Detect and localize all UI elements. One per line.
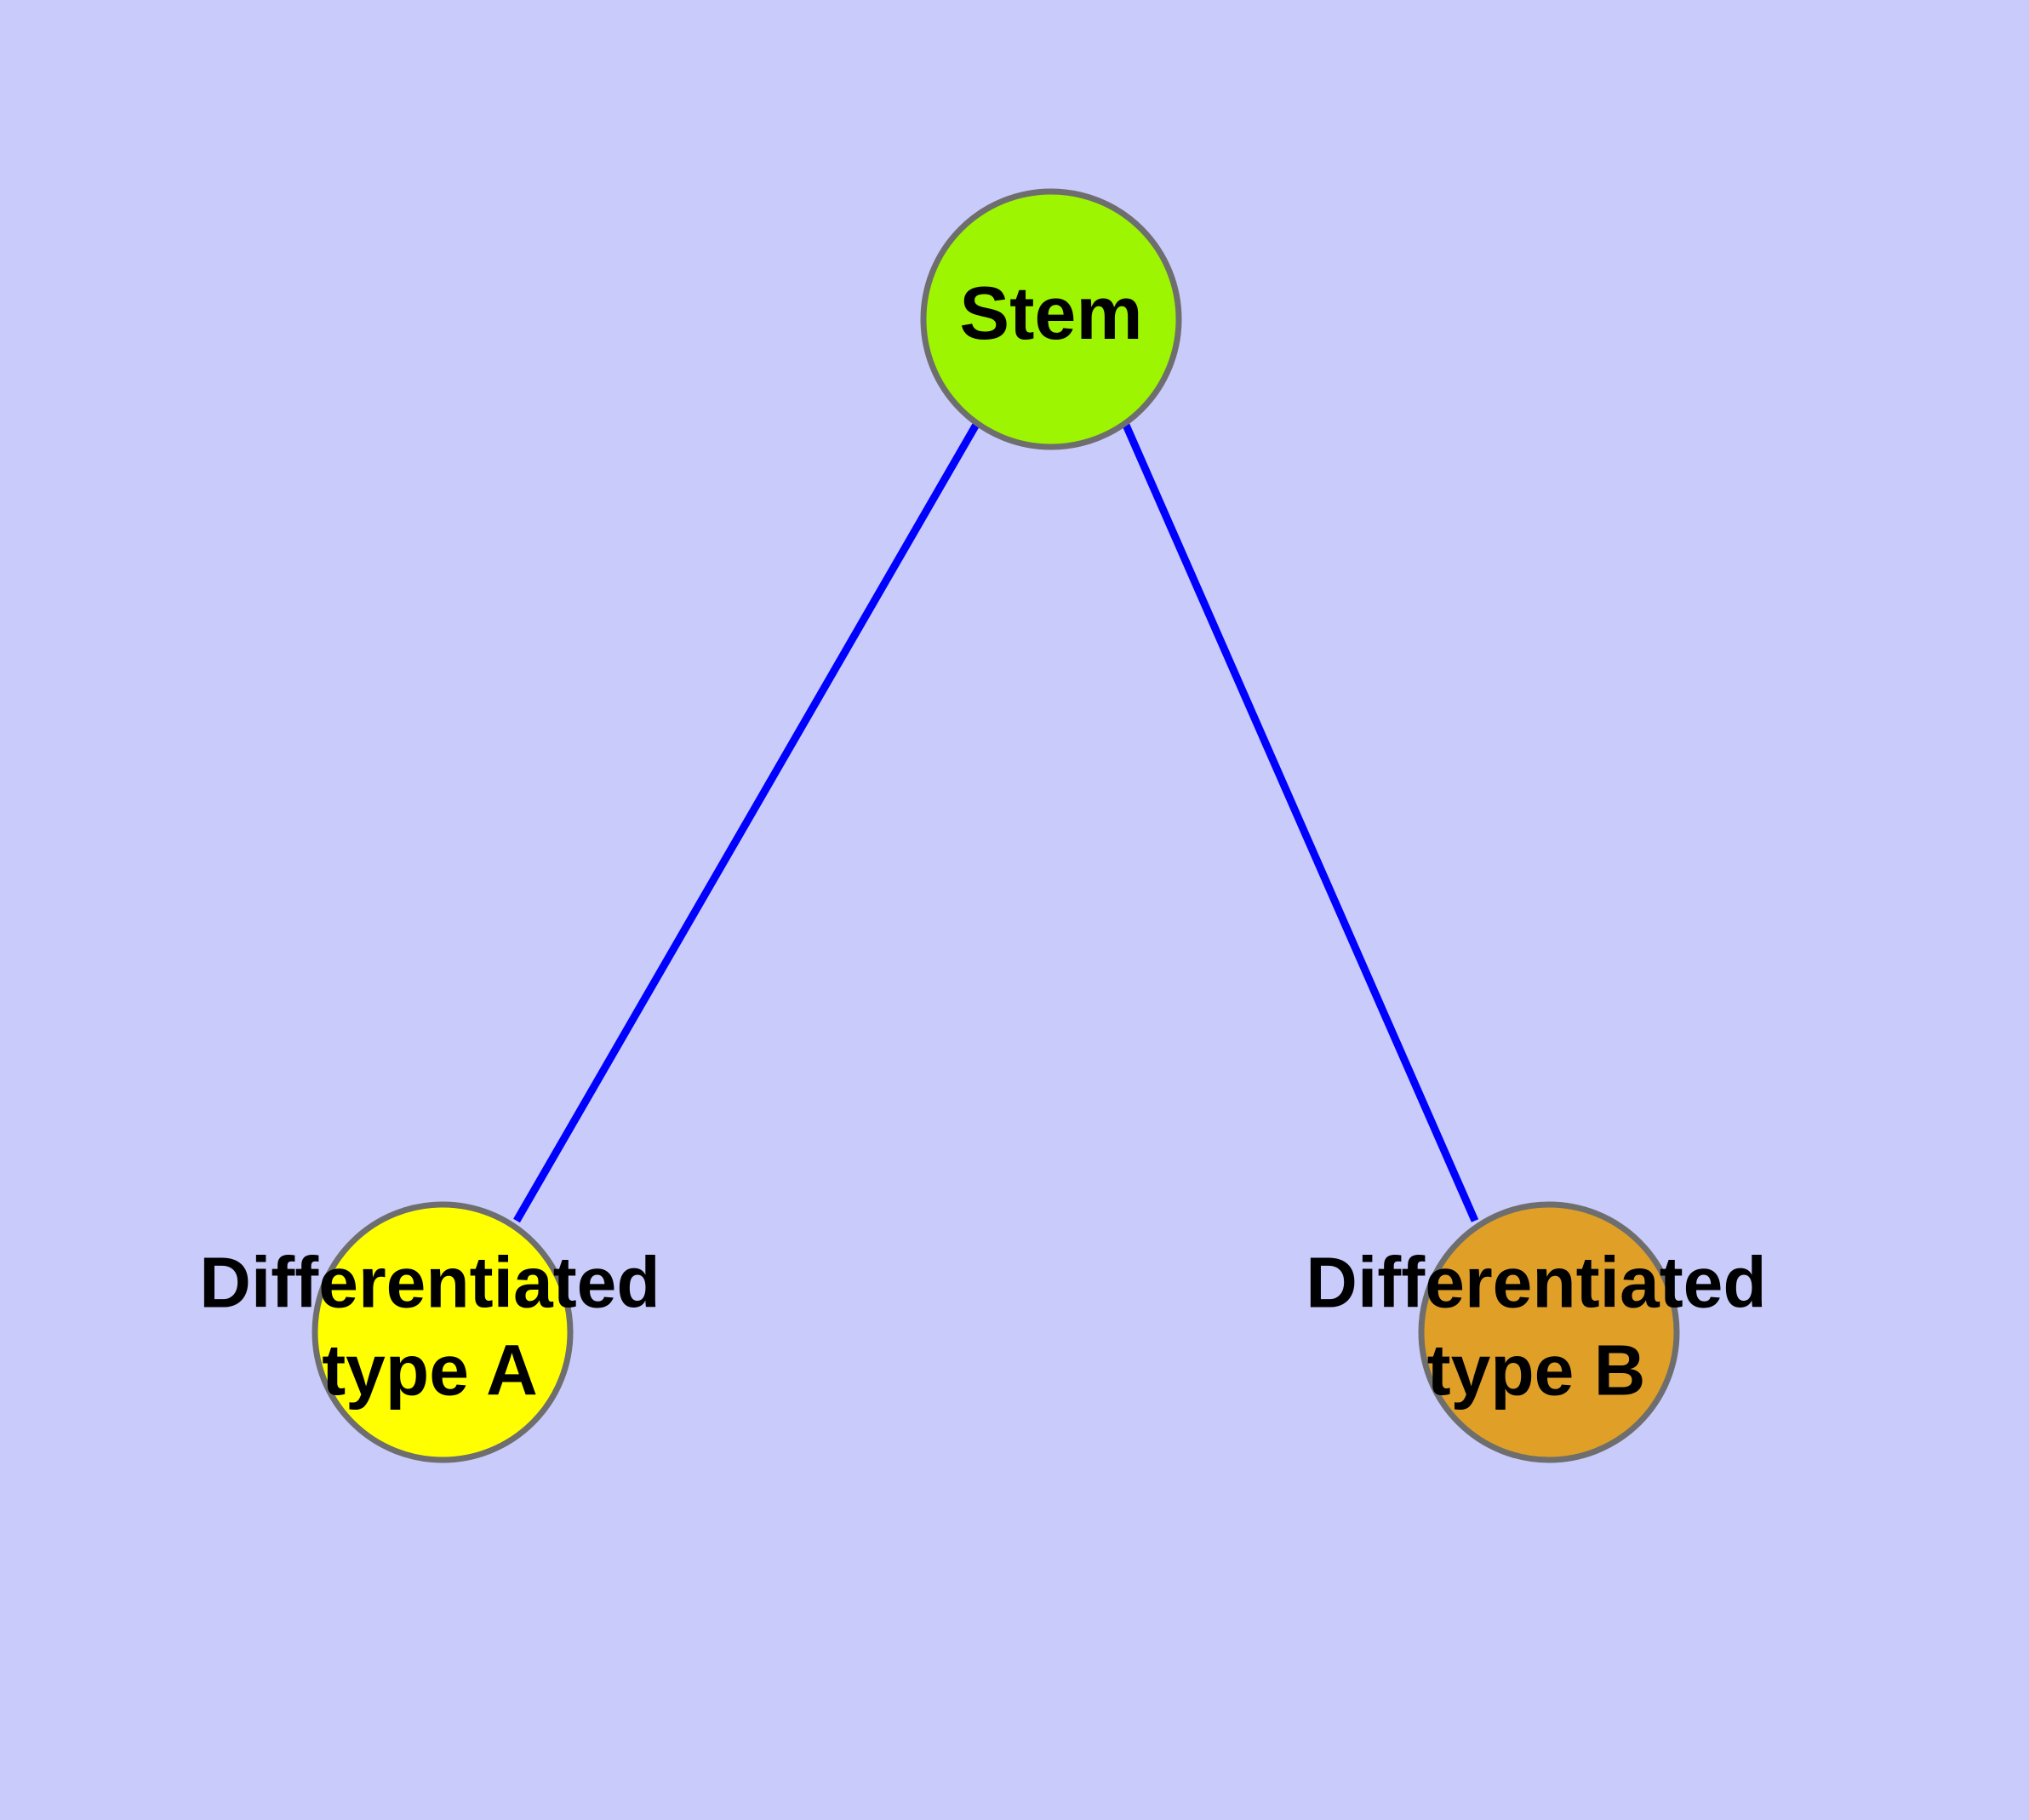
node-label-line: Stem <box>959 271 1142 355</box>
edges-layer <box>513 421 1479 1223</box>
node-label-line: Differentiated <box>199 1243 660 1323</box>
edge-stem-to-diff-a[interactable] <box>513 421 980 1223</box>
node-label-stem: Stem <box>959 271 1142 355</box>
edge-stem-to-diff-b[interactable] <box>1121 421 1479 1222</box>
node-label-line: type B <box>1427 1331 1646 1411</box>
node-circle-diff-a[interactable] <box>311 1201 574 1463</box>
node-stem[interactable]: Stem <box>920 188 1182 450</box>
node-circle-diff-b[interactable] <box>1418 1201 1680 1463</box>
node-circle-stem[interactable] <box>920 188 1182 450</box>
node-label-line: type A <box>322 1331 538 1411</box>
node-label-line: Differentiated <box>1306 1243 1766 1323</box>
